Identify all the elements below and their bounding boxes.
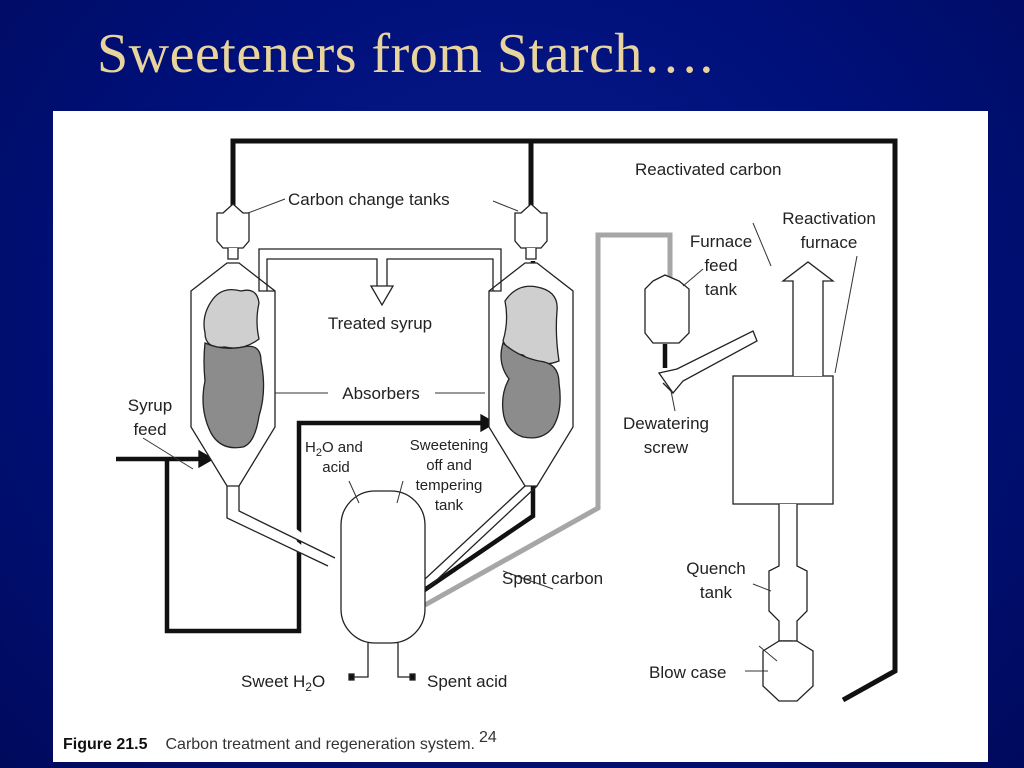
carbon-bed-light-right <box>502 285 560 365</box>
label-furnace-feed-tank-3: tank <box>705 280 738 299</box>
reactivated-carbon-loop <box>230 138 898 703</box>
label-reactivated-carbon: Reactivated carbon <box>635 160 781 179</box>
figure-caption: Figure 21.5 Carbon treatment and regener… <box>63 729 497 753</box>
label-dewatering-screw-2: screw <box>644 438 689 457</box>
syrup-feed-arrow <box>198 449 215 469</box>
caption-text: Carbon treatment and regeneration system… <box>165 736 475 753</box>
slide-title: Sweeteners from Starch…. <box>97 23 714 85</box>
label-syrup-feed-1: Syrup <box>128 396 172 415</box>
syrup-feed-line <box>116 420 483 634</box>
figure-panel: Carbon change tanks Reactivated carbon R… <box>53 111 988 762</box>
label-sweetening-2: off and <box>426 457 472 474</box>
label-sweetening-4: tank <box>435 497 464 514</box>
label-absorbers: Absorbers <box>342 384 419 403</box>
carbon-change-tank-left <box>216 203 250 260</box>
reactivation-furnace <box>732 261 835 642</box>
label-sweet-h2o: Sweet H2O <box>241 672 325 694</box>
label-furnace-feed-tank-2: feed <box>704 256 737 275</box>
label-sweetening-3: tempering <box>416 477 483 494</box>
label-h2o-acid-2: acid <box>322 459 350 476</box>
caption-number: Figure 21.5 <box>63 736 148 753</box>
label-treated-syrup: Treated syrup <box>328 314 432 333</box>
label-quench-tank-2: tank <box>700 583 733 602</box>
caption-ref: 24 <box>479 729 497 746</box>
furnace-feed-tank <box>644 274 690 344</box>
label-syrup-feed-2: feed <box>133 420 166 439</box>
carbon-bed-dark-left <box>202 342 265 449</box>
tank-outlets <box>348 643 416 681</box>
label-spent-acid: Spent acid <box>427 672 507 691</box>
carbon-bed-light-left <box>203 288 260 349</box>
label-h2o-acid-1: H2O and <box>305 439 363 459</box>
label-sweetening-1: Sweetening <box>410 437 488 454</box>
label-furnace-feed-tank-1: Furnace <box>690 232 752 251</box>
label-quench-tank-1: Quench <box>686 559 746 578</box>
label-blow-case: Blow case <box>649 663 726 682</box>
blow-case <box>762 640 814 702</box>
process-diagram: Carbon change tanks Reactivated carbon R… <box>63 138 898 753</box>
carbon-change-tank-right <box>514 203 548 260</box>
label-reactivation-furnace-1: Reactivation <box>782 209 876 228</box>
label-carbon-change-tanks: Carbon change tanks <box>288 190 450 209</box>
treated-syrup-manifold <box>258 248 502 307</box>
carbon-bed-dark-right <box>500 341 561 439</box>
leader-lines <box>142 198 858 672</box>
label-spent-carbon: Spent carbon <box>502 569 603 588</box>
recycle-arrow <box>480 413 497 433</box>
label-reactivation-furnace-2: furnace <box>801 233 858 252</box>
label-dewatering-screw-1: Dewatering <box>623 414 709 433</box>
sweetening-tempering-tank <box>340 490 426 644</box>
